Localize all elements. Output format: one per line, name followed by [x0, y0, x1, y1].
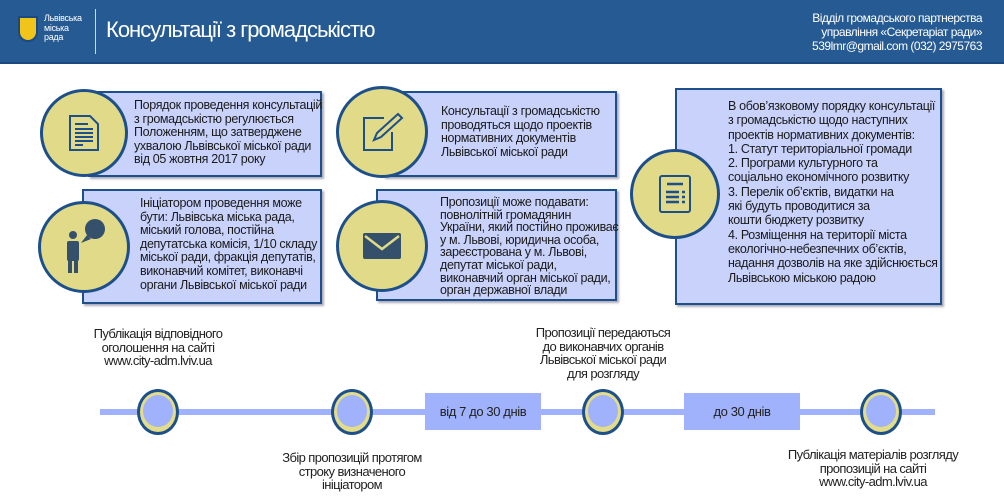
step-line: Збір пропозицій протягом: [282, 450, 422, 465]
timeline-step-collection: Збір пропозицій протягом строку визначен…: [272, 451, 432, 492]
card-line: нормативних документів: [441, 131, 576, 146]
timeline-step-publication: Публікація відповідного оголошення на са…: [78, 327, 238, 368]
timeline-node: [860, 389, 902, 435]
lviv-coat-of-arms-logo: [18, 16, 38, 42]
card-line: зареєстрована у м. Львові,: [440, 245, 587, 260]
card-line: Консультації з громадськістю: [441, 104, 600, 118]
envelope-icon: [336, 200, 428, 292]
timeline-node: [331, 389, 373, 435]
timeline-step-results: Публікація матеріалів розгляду пропозиці…: [783, 448, 963, 489]
card-line: бути: Львівська міська рада,: [140, 209, 295, 224]
list-icon: [630, 149, 720, 239]
card-line: міської ради, фракція депутатів,: [140, 250, 316, 265]
card-line: орган державної влади: [440, 283, 567, 298]
edit-icon: [336, 86, 428, 178]
card-line: від 05 жовтня 2017 року: [134, 152, 266, 167]
header-divider: [95, 9, 96, 54]
step-line: до виконавчих органів: [542, 338, 664, 354]
step-line: пропозицій на сайті: [819, 460, 927, 476]
card-line: 3. Перелік об’єктів, видатки на: [728, 184, 894, 199]
step-line: строку визначеного: [298, 463, 406, 479]
card-line: Порядок проведення консультацій: [134, 98, 322, 112]
logo-line: Львівська: [44, 13, 82, 23]
card-line: соціально економічного розвитку: [728, 170, 910, 185]
person-speech-icon: [38, 201, 130, 293]
card-line: 4. Розміщення на території міста: [728, 227, 907, 242]
step-line: www.city-adm.lviv.ua: [819, 474, 927, 489]
logo-line: міська: [44, 22, 69, 33]
contact-info: Відділ громадського партнерства управлін…: [812, 11, 982, 53]
card-line: екологічно-небезпечних об’єктів,: [728, 241, 907, 256]
card-line: депутатська комісія, 1/10 складу: [140, 236, 317, 251]
card-line: Львівською міською радою: [728, 270, 876, 285]
card-line: проводяться щодо проектів: [441, 117, 592, 132]
card-line: 1. Статут територіальної громади: [728, 141, 912, 156]
step-line: Львівської міської ради: [539, 352, 667, 367]
card-line: депутат міської ради,: [440, 257, 557, 272]
step-line: www.city-adm.lviv.ua: [104, 353, 212, 368]
card-line: проектів нормативних документів:: [728, 127, 915, 142]
step-line: Публікація матеріалів розгляду: [787, 447, 959, 462]
timeline-step-transfer: Пропозиції передаються до виконавчих орг…: [523, 326, 683, 380]
card-line: міський голова, постійна: [140, 223, 274, 238]
info-card-submitters: Пропозиції може подавати: повнолітній гр…: [376, 189, 619, 301]
card-line: виконавчий комітет, виконавчі: [140, 263, 303, 278]
step-line: ініціатором: [321, 477, 383, 492]
card-line: Пропозиції може подавати:: [440, 195, 589, 209]
card-line: з громадськістю щодо наступних: [728, 113, 908, 128]
card-line: з громадськістю регулюється: [134, 111, 294, 126]
card-line: Положенням, що затверджене: [134, 125, 302, 140]
step-line: оголошення на сайті: [101, 339, 215, 355]
card-line: органи Львівської міської ради: [140, 277, 307, 292]
contact-department: Відділ громадського партнерства: [812, 11, 982, 25]
card-line: України, який постійно проживає: [440, 220, 619, 235]
step-line: Публікація відповідного: [93, 326, 223, 341]
card-line: ухвалою Львівської міської ради: [134, 138, 312, 153]
step-line: Пропозиції передаються: [535, 325, 671, 340]
header: Львівська міська рада Консультації з гро…: [0, 0, 1004, 64]
timeline-node: [137, 389, 179, 435]
card-line: В обов’язковому порядку консультації: [728, 99, 936, 113]
logo-line: рада: [44, 32, 64, 42]
card-line: 2. Програми культурного та: [728, 156, 878, 171]
logo-text: Львівська міська рада: [44, 13, 82, 43]
card-line: які будуть проводитися за: [728, 199, 870, 214]
card-line: повнолітній громадянин: [440, 207, 572, 222]
card-line: Львівської міської ради: [441, 144, 568, 159]
document-icon: [40, 89, 128, 177]
contact-email-phone: 539lmr@gmail.com (032) 2975763: [812, 39, 982, 53]
duration-30-days: до 30 днів: [684, 393, 800, 430]
timeline-node: [582, 389, 624, 435]
duration-7-30-days: від 7 до 30 днів: [425, 393, 541, 430]
contact-office: управління «Секретаріат ради»: [821, 25, 982, 39]
card-line: у м. Львові, юридична особа,: [440, 232, 600, 247]
card-line: надання дозволів на яке здійснюється: [728, 256, 938, 271]
card-line: Ініціатором проведення може: [140, 196, 302, 210]
step-line: для розгляду: [566, 365, 640, 381]
card-line: кошти бюджету розвитку: [728, 213, 864, 228]
page-title: Консультації з громадськістю: [106, 17, 376, 42]
card-line: виконавчий орган міської ради,: [440, 270, 611, 285]
